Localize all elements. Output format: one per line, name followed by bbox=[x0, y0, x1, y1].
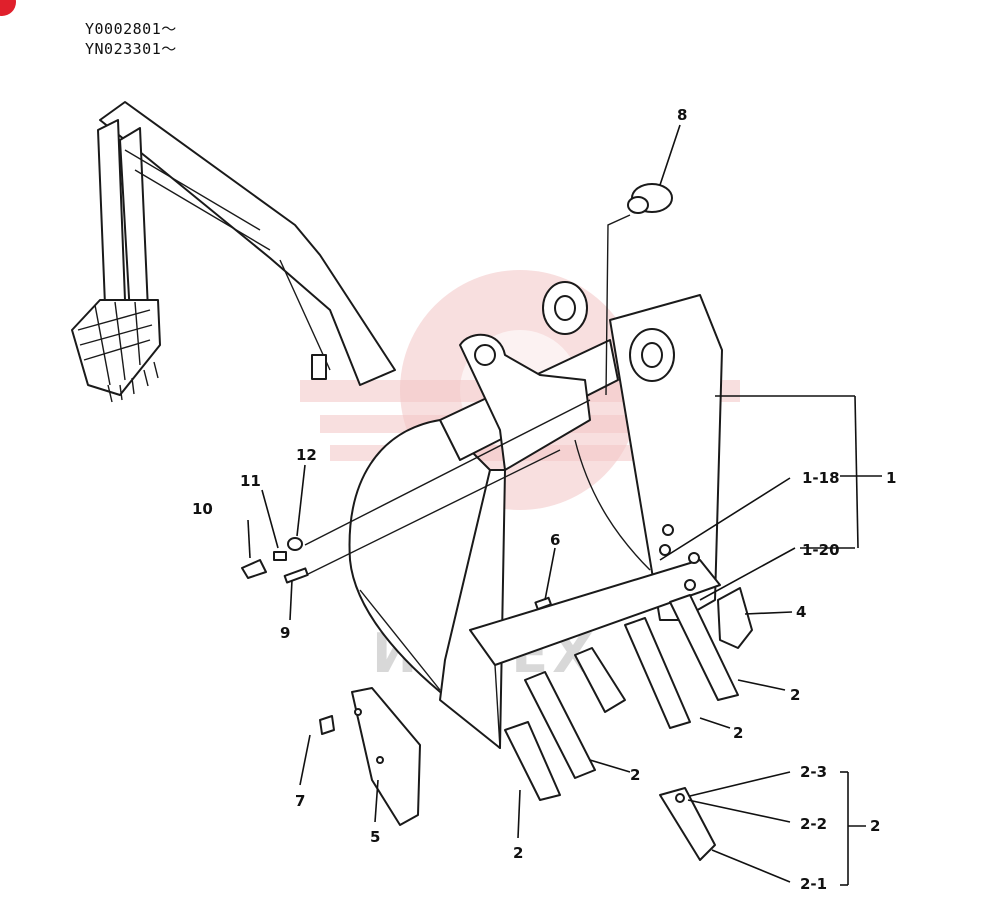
side-cutter-right bbox=[717, 587, 753, 649]
callout-11: 11 bbox=[240, 472, 261, 490]
callout-7: 7 bbox=[295, 792, 305, 810]
callout-12: 12 bbox=[296, 446, 317, 464]
side-cutter-left bbox=[351, 687, 421, 826]
callout-10: 10 bbox=[192, 500, 213, 518]
pin-hardware bbox=[241, 537, 552, 735]
bucket-teeth bbox=[504, 594, 739, 801]
serial-range-1: Y0002801～ bbox=[85, 20, 177, 38]
callout-5: 5 bbox=[370, 828, 380, 846]
callout-1-20: 1-20 bbox=[802, 541, 840, 559]
corner-mark-icon bbox=[0, 0, 16, 16]
callout-9: 9 bbox=[280, 624, 290, 642]
excavator-arm-inset bbox=[71, 101, 396, 403]
callout-1-18: 1-18 bbox=[802, 469, 840, 487]
callout-6: 6 bbox=[550, 531, 560, 549]
callout-4: 4 bbox=[796, 603, 806, 621]
tooth-exploded-detail bbox=[659, 787, 716, 861]
callout-2-1: 2-1 bbox=[800, 875, 827, 893]
callout-2-a: 2 bbox=[513, 844, 523, 862]
callout-2-b: 2 bbox=[630, 766, 640, 784]
callout-1: 1 bbox=[886, 469, 896, 487]
callout-2-d: 2 bbox=[790, 686, 800, 704]
callout-2-2: 2-2 bbox=[800, 815, 827, 833]
callout-2-3: 2-3 bbox=[800, 763, 827, 781]
callout-2-group: 2 bbox=[870, 817, 880, 835]
serial-range-2: YN023301～ bbox=[85, 40, 177, 58]
bushing-part-8 bbox=[627, 183, 673, 214]
callout-8: 8 bbox=[677, 106, 687, 124]
callout-2-c: 2 bbox=[733, 724, 743, 742]
